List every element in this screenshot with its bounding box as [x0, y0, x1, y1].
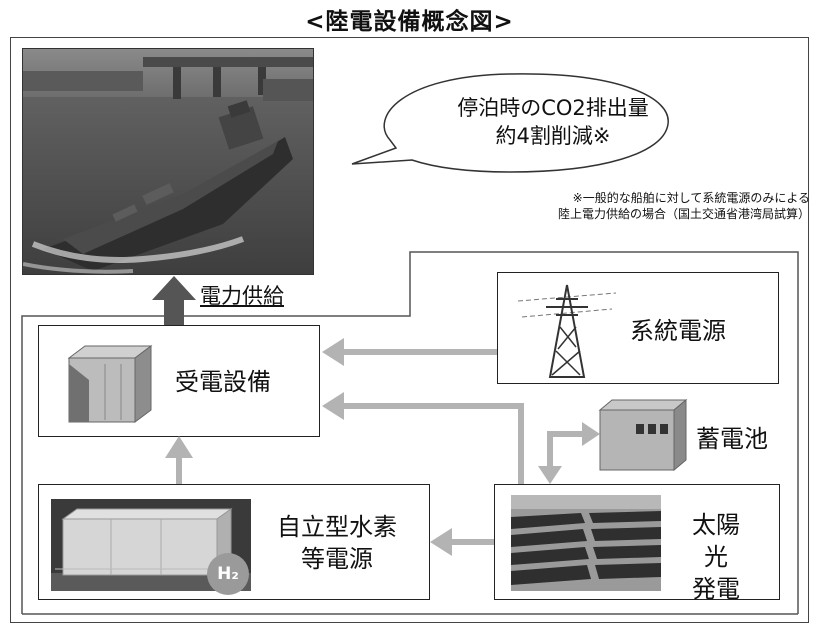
power-supply-label: 電力供給 — [200, 284, 284, 308]
footnote-line-1: ※一般的な船舶に対して系統電源のみによる — [572, 191, 810, 205]
arrowhead-solar — [322, 392, 344, 420]
arrowhead-to-hydrogen — [430, 528, 452, 556]
arrowhead-hydrogen-up — [165, 436, 193, 458]
receiving-equipment-box: 受電設備 — [38, 325, 320, 437]
speech-bubble — [351, 73, 669, 173]
outer-frame — [10, 37, 809, 623]
bubble-text: 停泊時のCO2排出量 約4割削減※ — [430, 94, 676, 150]
solar-panels-icon — [511, 495, 661, 591]
substation-cabinet-icon — [67, 345, 153, 423]
arrow-battery-solar — [547, 431, 586, 472]
footnote: ※一般的な船舶に対して系統電源のみによる 陸上電力供給の場合（国土交通省港湾局試… — [470, 190, 810, 222]
diagram-title: <陸電設備概念図> — [305, 9, 514, 35]
solar-power-box: 太陽光 発電 — [494, 484, 780, 603]
solar-label-line-2: 発電 — [692, 575, 740, 603]
bubble-line-2: 約4割削減※ — [495, 124, 611, 148]
power-supply-arrow — [152, 276, 196, 326]
ship-photo — [22, 48, 314, 275]
arrowhead-to-solar — [538, 466, 562, 484]
bubble-line-1: 停泊時のCO2排出量 — [457, 96, 649, 120]
transmission-tower-icon — [517, 284, 617, 378]
solar-label: 太陽光 発電 — [681, 509, 751, 605]
receiving-equipment-label: 受電設備 — [175, 368, 271, 396]
arrowhead-to-battery — [582, 422, 600, 446]
grid-power-box: 系統電源 — [497, 272, 779, 384]
arrow-solar-to-receiving — [340, 403, 524, 484]
solar-label-line-1: 太陽光 — [692, 511, 740, 571]
hydrogen-power-box: H₂ 自立型水素 等電源 — [38, 484, 430, 600]
hydrogen-label: 自立型水素 等電源 — [267, 511, 407, 575]
hydrogen-label-line-2: 等電源 — [301, 545, 373, 573]
system-outline-line — [21, 251, 799, 614]
grid-power-label: 系統電源 — [630, 317, 726, 345]
arrowhead-grid — [322, 338, 344, 366]
hydrogen-label-line-1: 自立型水素 — [277, 513, 397, 541]
h2-badge: H₂ — [207, 553, 249, 595]
battery-cabinet-icon — [598, 398, 688, 472]
battery-label: 蓄電池 — [696, 425, 768, 453]
footnote-line-2: 陸上電力供給の場合（国土交通省港湾局試算） — [557, 207, 810, 221]
